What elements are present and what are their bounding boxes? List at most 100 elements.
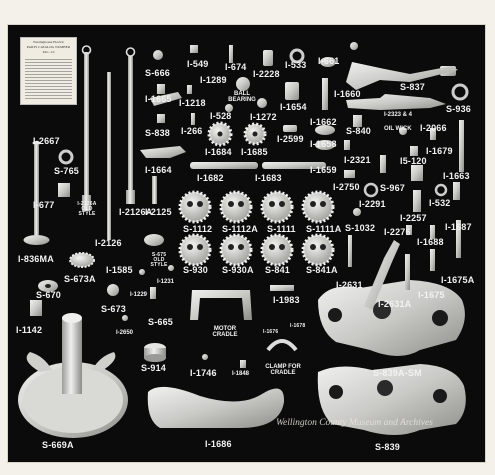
label-clamp-for-cradle: CLAMP FOR CRADLE: [265, 364, 301, 376]
label-s930a: S-930A: [222, 265, 254, 275]
label-i1289: I-1289: [200, 75, 227, 85]
label-ball-bearing: BALL BEARING: [228, 91, 256, 103]
instruction-card: Westinghouse Electric PARTS CATALOG NUMB…: [20, 37, 77, 105]
label-i1664: I-1664: [145, 165, 172, 175]
label-i1660: I-1660: [334, 89, 361, 99]
label-i5120: I5-120: [400, 156, 427, 166]
label-s1112: S-1112: [183, 224, 213, 234]
label-i1848: I-1848: [232, 371, 250, 377]
label-i1683: I-1683: [255, 173, 282, 183]
label-i549: I-549: [187, 59, 209, 69]
cup-s914: [144, 343, 166, 362]
card-line-3: M.C.-10: [42, 50, 55, 54]
label-i2276: I-2276: [384, 227, 411, 237]
spring-i2631a: [405, 254, 410, 290]
base-stand-s669a: [18, 313, 128, 438]
label-i2650: I-2650: [116, 330, 134, 336]
label-i1678: I-1678: [290, 323, 306, 329]
label-i2066: I-2066: [420, 123, 447, 133]
label-i677: I-677: [33, 200, 55, 210]
label-i1229: I-1229: [130, 292, 148, 298]
clamp-for-cradle: [266, 339, 298, 352]
label-s1032: S-1032: [345, 223, 376, 233]
label-i1688: I-1688: [417, 237, 444, 247]
label-i1272: I-1272: [250, 112, 277, 122]
label-i2631: I-2631: [336, 280, 363, 290]
label-i1675a: I-1675A: [441, 275, 475, 285]
label-i1983: I-1983: [273, 295, 300, 305]
rod-i2126a-old: [81, 45, 92, 211]
label-i1532: I-532: [429, 198, 451, 208]
label-s839: S-839: [375, 442, 401, 452]
label-i2321: I-2321: [344, 155, 371, 165]
part-s675: [144, 234, 164, 246]
label-i2228: I-2228: [253, 69, 280, 79]
label-s967: S-967: [380, 183, 406, 193]
label-s930: S-930: [183, 265, 209, 275]
label-s665: S-665: [148, 317, 174, 327]
card-line-2: PARTS CATALOG NUMBER: [26, 45, 71, 49]
label-i674: I-674: [225, 62, 247, 72]
label-i836ma: I-836MA: [18, 254, 54, 264]
label-i1746: I-1746: [190, 368, 217, 378]
lever-s837: [346, 62, 458, 90]
label-i2257: I-2257: [400, 213, 427, 223]
label-i2599: I-2599: [277, 134, 304, 144]
motor-cradle: [190, 290, 252, 320]
label-i2667: I-2667: [33, 136, 60, 146]
label-s841: S-841: [265, 265, 291, 275]
rod-i836ma: [23, 141, 50, 245]
casting-s839a-sm: [318, 280, 465, 356]
watermark: Wellington County Museum and Archives: [276, 418, 433, 428]
label-i1684: I-1684: [205, 147, 232, 157]
label-i528: I-528: [210, 111, 232, 121]
label-i1658: I-1658: [310, 139, 337, 149]
rod-i2126: [107, 72, 111, 240]
label-i1686: I-1686: [205, 439, 232, 449]
lever-i2631a: [364, 240, 400, 310]
label-i2126a: I-2126A: [119, 207, 153, 217]
label-s1111a: S-1111A: [306, 224, 342, 234]
rod-i2126a: [125, 47, 136, 204]
lever-s840: [346, 94, 446, 110]
part-s673a: [69, 252, 95, 268]
label-i2126: I-2126: [95, 238, 122, 248]
label-i1675: I-1675: [418, 290, 445, 300]
label-i1682: I-1682: [197, 173, 224, 183]
part-i983: [270, 285, 294, 291]
label-s839a-sm: S-839A-SM: [373, 368, 422, 378]
label-s840: S-840: [346, 126, 372, 136]
gear-i685: [243, 122, 267, 146]
label-i2125: I-2125: [145, 207, 172, 217]
label-s673a: S-673A: [64, 274, 96, 284]
label-s765: S-765: [54, 166, 80, 176]
label-s1111: S-1111: [267, 224, 296, 234]
gear-housings: [178, 190, 335, 267]
label-s666: S-666: [145, 68, 171, 78]
part-s670: [38, 280, 58, 292]
label-i1218: I-1218: [179, 98, 206, 108]
label-i2631a: I-2631A: [378, 299, 412, 309]
label-i1679: I-1679: [426, 146, 453, 156]
label-s914: S-914: [141, 363, 167, 373]
label-s673: S-673: [101, 304, 127, 314]
label-i2126a-old: I-2126A OLD STYLE: [77, 201, 97, 217]
gear-i684: [207, 121, 233, 147]
label-i1662: I-1662: [310, 117, 337, 127]
label-i1687: I-1687: [445, 222, 472, 232]
label-i533: I-533: [285, 60, 307, 70]
label-s936: S-936: [446, 104, 472, 114]
label-i2750: I-2750: [333, 182, 360, 192]
label-i1685: I-1685: [241, 147, 268, 157]
label-i661: I-661: [318, 56, 340, 66]
bracket-s838: [150, 92, 182, 106]
label-s675-old: S-675 OLD STYLE: [150, 252, 168, 268]
card-line-1: Westinghouse Electric: [32, 40, 65, 44]
label-i1676: I-1676: [263, 329, 279, 335]
bracket-i1664: [140, 146, 186, 158]
label-i1231: I-1231: [157, 279, 175, 285]
label-s1112a: S-1112A: [222, 224, 258, 234]
label-i1665: I-1665: [145, 94, 172, 104]
